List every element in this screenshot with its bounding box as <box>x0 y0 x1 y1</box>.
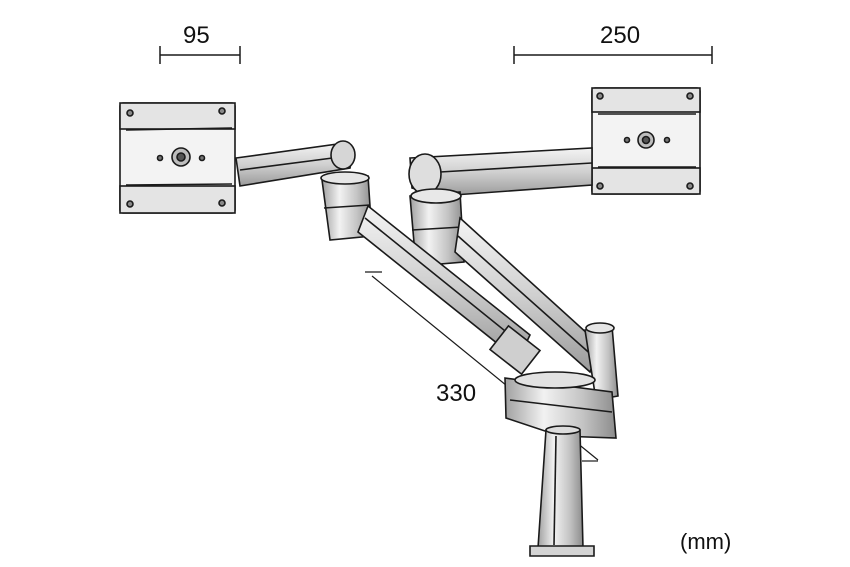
dimension-label-95: 95 <box>183 22 210 49</box>
left-lower-arm <box>357 204 542 376</box>
right-forearm <box>408 147 593 197</box>
unit-label: (mm) <box>680 529 732 554</box>
base-plate <box>529 545 595 557</box>
dimension-label-330: 330 <box>436 380 477 407</box>
left-forearm <box>235 140 356 187</box>
dimension-line-95 <box>159 46 241 64</box>
right-monitor-plate <box>591 87 701 195</box>
left-monitor-plate <box>119 102 236 214</box>
pole-hub <box>504 371 617 439</box>
dimension-line-250 <box>513 46 713 64</box>
dimension-label-250: 250 <box>600 22 641 49</box>
mount-pole <box>537 425 584 549</box>
